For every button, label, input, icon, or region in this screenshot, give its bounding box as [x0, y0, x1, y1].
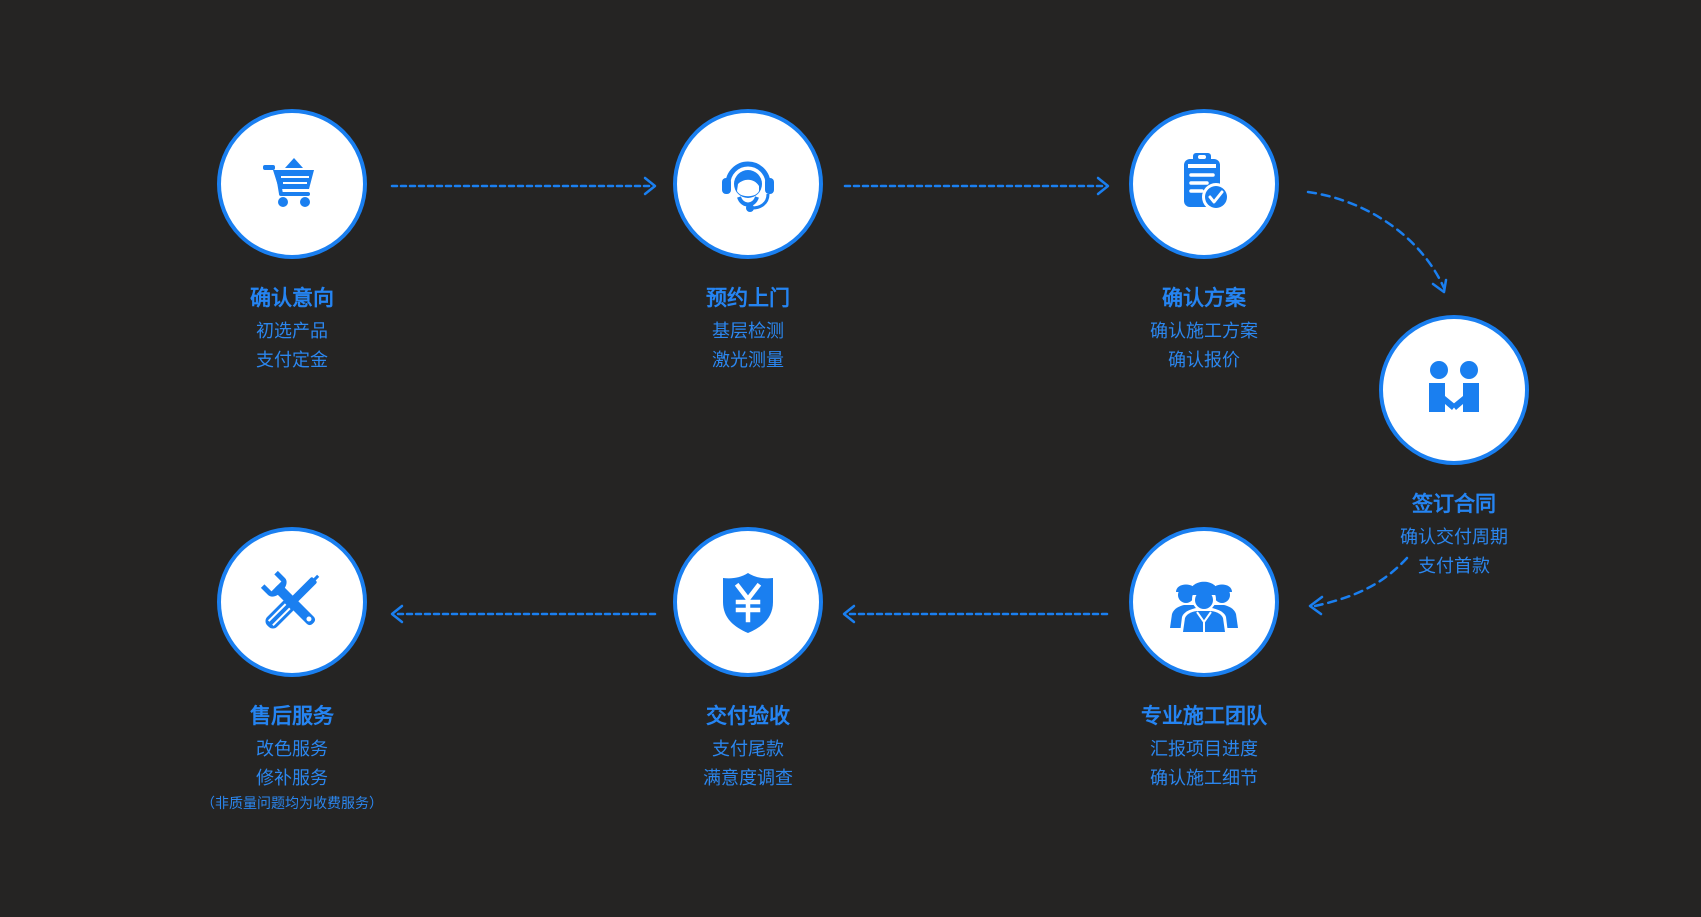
- shopping-cart-icon: [263, 158, 314, 207]
- step-detail: 支付首款: [1418, 556, 1490, 577]
- step-title: 确认方案: [1162, 286, 1246, 310]
- step-text: 签订合同 确认交付周期 支付首款: [1334, 491, 1574, 581]
- yuan-shield-icon: [723, 573, 773, 633]
- step-note: （非质量问题均为收费服务）: [201, 796, 383, 812]
- step-detail: 支付定金: [256, 350, 328, 371]
- step-text: 专业施工团队 汇报项目进度 确认施工细节: [1084, 703, 1324, 793]
- construction-team-icon: [1170, 581, 1238, 633]
- step-detail: 激光测量: [712, 350, 784, 371]
- step-detail: 修补服务: [256, 768, 328, 789]
- step-title: 售后服务: [250, 704, 334, 728]
- step-detail: 确认报价: [1168, 350, 1240, 371]
- step-circle: [217, 109, 367, 259]
- step-circle: [673, 527, 823, 677]
- step-detail: 确认交付周期: [1400, 527, 1508, 548]
- step-text: 确认方案 确认施工方案 确认报价: [1084, 285, 1324, 375]
- arrow-step3-to-step4: [1306, 190, 1448, 294]
- arrow-step6-to-step7: [390, 604, 657, 624]
- step-title: 交付验收: [706, 704, 790, 728]
- step-text: 交付验收 支付尾款 满意度调查: [628, 703, 868, 793]
- step-text: 售后服务 改色服务 修补服务 （非质量问题均为收费服务）: [172, 703, 412, 815]
- step-text: 确认意向 初选产品 支付定金: [172, 285, 412, 375]
- step-title: 预约上门: [706, 286, 790, 310]
- step-text: 预约上门 基层检测 激光测量: [628, 285, 868, 375]
- customer-service-headset-icon: [722, 161, 774, 212]
- step-detail: 改色服务: [256, 739, 328, 760]
- clipboard-check-icon: [1184, 153, 1230, 211]
- step-detail: 确认施工方案: [1150, 321, 1258, 342]
- step-detail: 满意度调查: [703, 768, 793, 789]
- step-circle: [673, 109, 823, 259]
- arrow-step1-to-step2: [390, 176, 657, 196]
- step-detail: 支付尾款: [712, 739, 784, 760]
- step-detail: 确认施工细节: [1150, 768, 1258, 789]
- arrow-step4-to-step5: [1308, 556, 1409, 616]
- handshake-people-icon: [1429, 361, 1479, 412]
- arrow-step5-to-step6: [842, 604, 1109, 624]
- step-detail: 汇报项目进度: [1150, 739, 1258, 760]
- step-detail: 初选产品: [256, 321, 328, 342]
- step-circle: [1129, 527, 1279, 677]
- step-title: 确认意向: [250, 286, 334, 310]
- step-title: 签订合同: [1412, 492, 1496, 516]
- arrow-step2-to-step3: [843, 176, 1110, 196]
- step-circle: [1379, 315, 1529, 465]
- step-circle: [217, 527, 367, 677]
- wrench-screwdriver-icon: [260, 570, 320, 629]
- step-detail: 基层检测: [712, 321, 784, 342]
- step-title: 专业施工团队: [1141, 704, 1267, 728]
- step-circle: [1129, 109, 1279, 259]
